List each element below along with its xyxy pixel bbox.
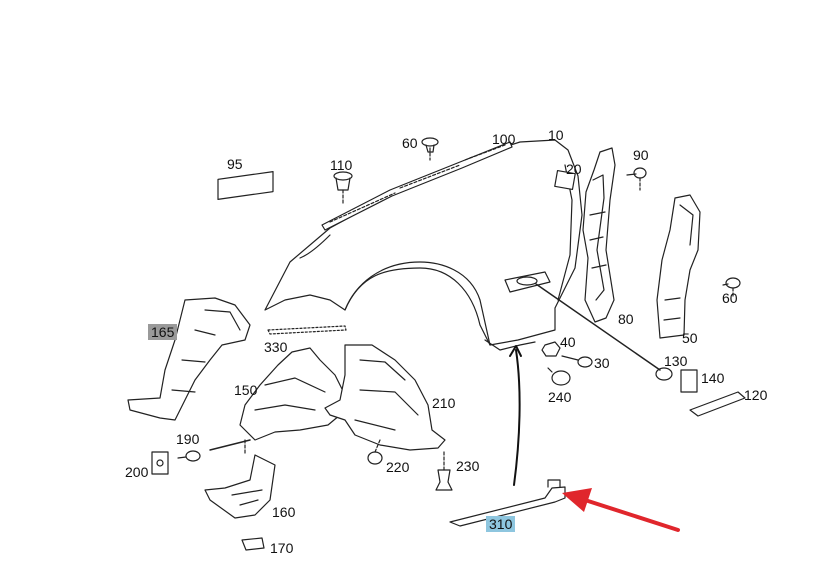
wheel-liner-210 [324,344,446,451]
label-140: 140 [701,370,725,386]
screw-190 [177,450,201,462]
screw-30 [561,355,593,368]
label-110: 110 [330,157,353,173]
label-230: 230 [456,458,480,474]
clip-240 [547,367,571,386]
label-170: 170 [270,540,294,556]
leader-lines [209,147,734,471]
connector-arrowhead [509,345,522,357]
label-165: 165 [148,324,178,340]
label-240: 240 [548,389,572,405]
nut-220 [367,451,383,465]
label-30: 30 [594,355,610,371]
sealing-strip-330 [267,325,347,335]
label-60-right: 60 [722,290,738,306]
nut-40 [541,341,561,357]
lower-panel-160 [204,454,276,519]
label-40: 40 [560,334,576,350]
wheel-liner-165 [127,297,251,421]
label-120: 120 [744,387,768,403]
clip-170 [241,537,265,551]
clip-110 [333,171,353,191]
fender-bracket [582,147,616,323]
bolt-130 [655,367,673,381]
clip-230 [435,469,453,491]
label-330: 330 [264,339,288,355]
label-130: 130 [664,353,688,369]
label-200: 200 [125,464,149,480]
label-10: 10 [548,127,564,143]
screw-90 [626,167,647,179]
label-95: 95 [227,156,243,172]
strip-120 [689,391,746,417]
label-90: 90 [633,147,649,163]
label-60-top: 60 [402,135,418,151]
pad-95 [217,171,274,200]
label-210: 210 [432,395,456,411]
label-50: 50 [682,330,698,346]
label-20: 20 [566,161,582,177]
label-150: 150 [234,382,258,398]
rear-panel [656,194,701,339]
clip-60-top [421,137,439,153]
label-160: 160 [272,504,296,520]
label-310: 310 [486,516,516,532]
fender-top-molding [321,141,513,231]
label-80: 80 [618,311,634,327]
label-220: 220 [386,459,410,475]
clip-60-right [722,277,741,289]
label-190: 190 [176,431,200,447]
bracket-200 [151,451,169,475]
connector-line-310 [513,349,521,486]
wheel-liner-150 [239,347,346,441]
clip-140 [680,369,698,393]
label-100: 100 [492,131,516,147]
red-pointer-arrow [562,488,680,532]
front-fender [264,139,583,351]
